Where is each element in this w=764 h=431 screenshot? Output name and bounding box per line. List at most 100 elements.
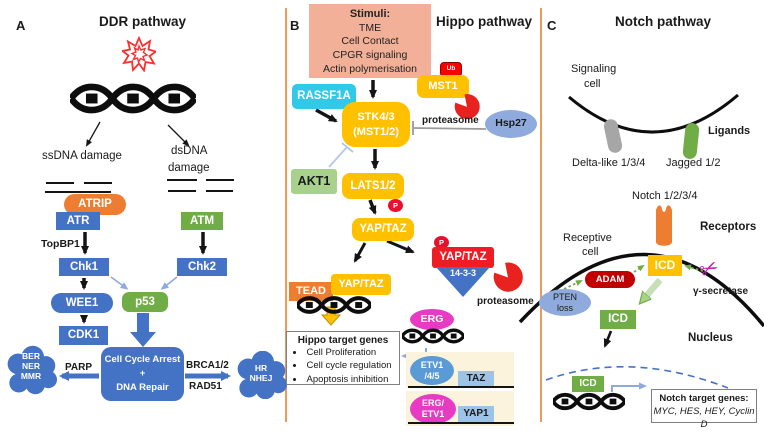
rad51-label: RAD51 bbox=[189, 381, 222, 392]
icd-cytoplasm-node: ICD bbox=[600, 310, 636, 329]
cell-cycle-arrest-node: Cell Cycle Arrest + DNA Repair bbox=[101, 347, 184, 401]
promoter-line bbox=[408, 422, 514, 425]
taz-gene-node: TAZ bbox=[458, 371, 494, 387]
yaptaz-nuclear-node: YAP/TAZ bbox=[331, 274, 391, 295]
stimuli-item: Cell Contact bbox=[341, 35, 399, 48]
phospho-badge: P bbox=[388, 199, 403, 212]
ddr-title: DDR pathway bbox=[98, 14, 186, 29]
14-3-3-label: 14-3-3 bbox=[449, 267, 476, 278]
right-cloud-text: HR NHEJ bbox=[235, 363, 287, 383]
cloud-line: NER bbox=[22, 361, 40, 372]
pten-loss-node: PTEN loss bbox=[539, 289, 591, 316]
outcome-line: DNA Repair bbox=[116, 381, 169, 393]
etv145-node: ETV1 /4/5 bbox=[410, 356, 454, 385]
hippo-target-item: Cell cycle regulation bbox=[293, 359, 399, 372]
chk1-node: Chk1 bbox=[59, 258, 109, 276]
stk43-line: (MST1/2) bbox=[353, 125, 399, 138]
yaptaz-cyto-node: YAP/TAZ bbox=[432, 247, 494, 268]
hippo-target-title: Hippo target genes bbox=[297, 335, 389, 346]
stk43-line: STK4/3 bbox=[357, 110, 395, 123]
erg-etv1-node: ERG/ ETV1 bbox=[410, 394, 456, 424]
dsdna-strand-segment bbox=[206, 179, 234, 182]
hippo-title: Hippo pathway bbox=[436, 14, 533, 29]
stimuli-item: TME bbox=[358, 21, 382, 34]
pten-line: loss bbox=[556, 302, 573, 313]
hsp27-node: Hsp27 bbox=[485, 110, 537, 138]
cloud-line: NHEJ bbox=[249, 373, 273, 384]
brca-label: BRCA1/2 bbox=[186, 360, 229, 371]
dna-helix-icon bbox=[297, 292, 371, 318]
cdk1-node: CDK1 bbox=[59, 326, 108, 345]
yap1-gene-node: YAP1 bbox=[458, 406, 494, 422]
panel-divider-left bbox=[285, 8, 287, 422]
ssdna-strand-segment bbox=[46, 182, 74, 185]
delta-like-label: Delta-like 1/3/4 bbox=[572, 157, 646, 169]
hippo-target-item: Cell Proliferation bbox=[293, 346, 399, 359]
outcome-line: Cell Cycle Arrest bbox=[104, 354, 181, 366]
notch-target-title: Notch target genes: bbox=[659, 393, 749, 404]
akt1-node: AKT1 bbox=[291, 169, 337, 194]
hippo-target-genes-box: Hippo target genes Cell Proliferation Ce… bbox=[286, 331, 400, 385]
notch-target-genes: MYC, HES, HEY, Cyclin D bbox=[653, 405, 755, 430]
atm-node: ATM bbox=[181, 212, 223, 230]
atrip-node: ATRIP bbox=[64, 194, 126, 215]
promoter-line bbox=[408, 386, 514, 389]
signaling-cell-label-2: cell bbox=[584, 78, 601, 90]
panel-divider-right bbox=[540, 8, 542, 422]
ssdna-damage-label: ssDNA damage bbox=[42, 150, 122, 162]
dsdna-strand-segment bbox=[206, 190, 233, 193]
outcome-line: + bbox=[139, 368, 146, 380]
damage-starburst-icon bbox=[122, 36, 156, 72]
panel-b-tag: B bbox=[290, 18, 300, 33]
notch-title: Notch pathway bbox=[614, 14, 711, 29]
pten-line: PTEN bbox=[552, 291, 577, 302]
dna-helix-icon bbox=[402, 324, 464, 348]
wee1-node: WEE1 bbox=[51, 293, 113, 313]
jagged-label: Jagged 1/2 bbox=[666, 157, 721, 169]
atr-node: ATR bbox=[56, 212, 100, 230]
cloud-line: HR bbox=[254, 363, 268, 373]
erg-etv1-line: ETV1 bbox=[421, 409, 445, 419]
dna-helix-icon bbox=[70, 82, 196, 115]
ligands-label: Ligands bbox=[708, 125, 751, 137]
stimuli-box: Stimuli: TME Cell Contact CPGR signaling… bbox=[309, 4, 431, 78]
adam-node: ADAM bbox=[585, 271, 635, 288]
left-cloud-text: BER NER MMR bbox=[5, 351, 57, 382]
receptive-cell-label-2: cell bbox=[582, 246, 599, 258]
cloud-line: BER bbox=[22, 351, 40, 361]
dsdna-damage-label-1: dsDNA bbox=[171, 145, 208, 157]
topbp1-label: TopBP1 bbox=[41, 238, 80, 250]
notch-target-genes-box: Notch target genes: MYC, HES, HEY, Cycli… bbox=[651, 389, 757, 430]
receptive-cell-label-1: Receptive bbox=[563, 232, 612, 244]
erg-node: ERG bbox=[410, 309, 454, 330]
p53-node: p53 bbox=[122, 292, 168, 312]
yaptaz-node: YAP/TAZ bbox=[352, 218, 414, 241]
14-3-3-triangle-icon bbox=[436, 267, 490, 297]
dsdna-damage-label-2: damage bbox=[168, 162, 210, 174]
notch-receptor-label: Notch 1/2/3/4 bbox=[632, 190, 698, 202]
stimuli-title: Stimuli: bbox=[349, 8, 391, 20]
mst1-node: MST1 bbox=[417, 75, 469, 98]
dna-helix-icon bbox=[553, 388, 625, 415]
receptors-label: Receptors bbox=[700, 221, 757, 233]
gamma-secretase-label: γ-secretase bbox=[693, 286, 749, 297]
ssdna-strand-segment bbox=[84, 182, 112, 185]
etv145-line: /4/5 bbox=[424, 370, 440, 381]
stimuli-item: Actin polymerisation bbox=[323, 63, 417, 76]
panel-a-tag: A bbox=[16, 18, 26, 33]
tead-node: TEAD bbox=[289, 282, 333, 301]
lats12-node: LATS1/2 bbox=[342, 173, 404, 199]
ssdna-strand-segment bbox=[45, 191, 111, 194]
dsdna-strand-segment bbox=[167, 179, 197, 182]
erg-etv1-line: ERG/ bbox=[421, 398, 444, 409]
parp-label: PARP bbox=[65, 362, 93, 373]
icd-nucleus-node: ICD bbox=[572, 376, 604, 392]
panel-c-tag: C bbox=[547, 18, 557, 33]
icd-membrane-node: ICD bbox=[648, 255, 682, 276]
hippo-target-item: Apoptosis inhibition bbox=[293, 373, 399, 386]
cloud-line: MMR bbox=[20, 371, 42, 382]
etv145-line: ETV1 bbox=[420, 359, 444, 370]
dsdna-strand-segment bbox=[168, 190, 196, 193]
stk43-node: STK4/3 (MST1/2) bbox=[342, 102, 410, 147]
